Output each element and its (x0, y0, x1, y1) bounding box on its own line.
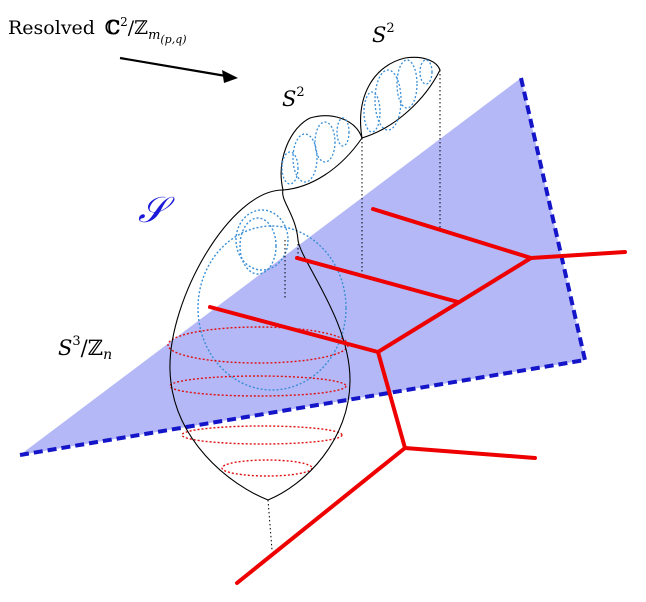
lower-bubble-fiber-1 (281, 151, 299, 185)
resolved-c-exp: 2 (120, 15, 128, 29)
web-edge-8 (235, 446, 407, 585)
lower-bubble-fiber-2 (292, 133, 318, 183)
upper-bubble-fiber-3 (396, 59, 418, 109)
lens-exp: 3 (72, 334, 80, 349)
web-edge-6 (376, 350, 407, 450)
bubble-blue-fibers (281, 59, 433, 185)
plane-fill (20, 78, 585, 455)
lens-slash-z: /ℤ (81, 336, 103, 360)
resolved-sub-pq: (p,q) (160, 33, 186, 46)
lower-sphere-exp: 2 (296, 85, 304, 100)
lens-sub: n (103, 347, 112, 363)
upper-bubble-fiber-4 (419, 59, 433, 85)
blue-fiber-circle-small (239, 217, 277, 275)
web-edge-7 (403, 446, 537, 460)
resolved-c: ℂ (105, 17, 120, 39)
blue-fiber-circle-large (197, 225, 347, 391)
lens-blue-fibers (197, 209, 347, 391)
resolved-slash-z: /ℤ (128, 17, 148, 39)
lower-bubble-fiber-4 (336, 117, 350, 147)
arrow-head (222, 70, 238, 83)
lower-sphere-label: S2 (282, 85, 305, 111)
lens-space-label: S3/ℤn (58, 334, 112, 363)
plane-dashed-edge-right (519, 77, 587, 361)
lower-sphere-letter: S (282, 87, 296, 111)
surface-label: 𝒮 (138, 190, 175, 231)
upper-bubble-fiber-1 (363, 91, 381, 133)
red-fiber-2 (169, 375, 347, 397)
plane-dashed-edge-bottom (19, 358, 586, 457)
red-fiber-3 (181, 425, 343, 445)
web-edge-1 (208, 305, 380, 354)
lower-sphere-outline (280, 115, 363, 191)
lens-outline (169, 189, 351, 501)
upper-sphere-exp: 2 (386, 21, 394, 36)
web-edge-4 (376, 256, 533, 354)
projection-line-5 (267, 499, 273, 551)
lower-bubble-fiber-3 (314, 121, 336, 163)
resolved-label: Resolved ℂ2/ℤm(p,q) (8, 15, 187, 46)
upper-sphere-letter: S (372, 23, 386, 47)
web-edge-5 (529, 250, 627, 260)
lens-s: S (58, 336, 72, 360)
plane-surface (19, 77, 587, 457)
red-fiber-4 (221, 459, 313, 477)
blue-fiber-circle-medium (235, 209, 289, 271)
upper-bubble-fiber-2 (374, 69, 402, 131)
web-edge-2 (295, 256, 460, 304)
resolved-arrow (119, 56, 238, 83)
arrow-shaft (119, 56, 227, 78)
resolved-prefix: Resolved (8, 17, 95, 39)
upper-sphere-label: S2 (372, 21, 395, 47)
upper-sphere-outline (360, 56, 441, 139)
web-edge-3 (371, 207, 533, 260)
resolved-sub-m: m (148, 28, 160, 43)
pq-web (208, 207, 627, 585)
